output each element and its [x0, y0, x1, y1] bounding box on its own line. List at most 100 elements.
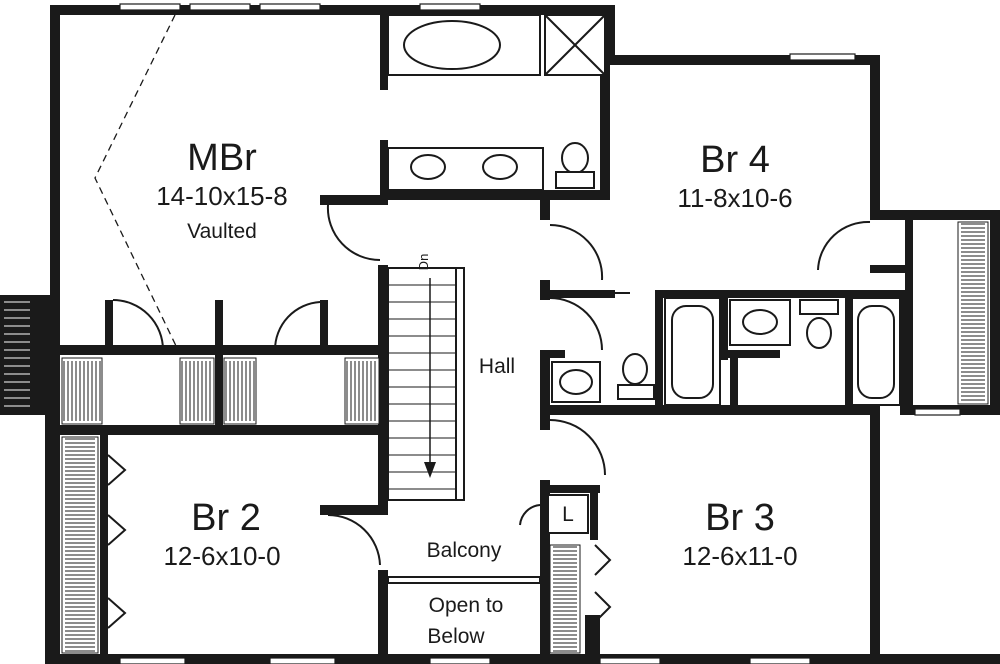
- stairs-label: Dn: [416, 254, 431, 271]
- toilet-icon: [561, 142, 589, 174]
- wall: [870, 265, 910, 273]
- bifold-door: [594, 591, 612, 623]
- room-name-mbr: MBr: [187, 137, 257, 179]
- room-name-hall: Hall: [479, 355, 515, 378]
- bifold-door: [107, 454, 127, 486]
- toilet-icon: [622, 353, 648, 385]
- shelf-hatching: [549, 544, 581, 654]
- closet-shelving: [61, 221, 989, 654]
- linen-closet: [547, 494, 589, 534]
- shelf-hatching: [223, 357, 257, 425]
- wall: [378, 570, 388, 660]
- room-dims-br3: 12-6x11-0: [682, 541, 797, 571]
- door-swing: [112, 299, 164, 351]
- toilet-icon: [806, 317, 832, 349]
- wall: [870, 405, 880, 660]
- wall: [380, 140, 388, 200]
- wall: [380, 5, 388, 90]
- room-dims-mbr: 14-10x15-8: [156, 181, 288, 211]
- toilet-tank: [799, 299, 839, 315]
- wall: [380, 190, 610, 200]
- wall: [720, 290, 728, 360]
- shelf-hatching: [61, 436, 99, 654]
- wall: [50, 654, 1000, 664]
- door-swing: [326, 204, 381, 262]
- wall: [870, 210, 1000, 220]
- wall: [215, 300, 223, 430]
- tub-basin: [671, 305, 714, 399]
- toilet-tank: [617, 384, 655, 400]
- room-dims-br4: 11-8x10-6: [677, 183, 792, 213]
- shelf-hatching: [344, 357, 380, 425]
- room-dims-br2: 12-6x10-0: [163, 541, 280, 571]
- shower-cross: [544, 14, 606, 76]
- master-bath-fixtures: [387, 14, 606, 191]
- room-labels: MBr 14-10x15-8 Vaulted Br 4 11-8x10-6 Br…: [156, 137, 797, 648]
- open-to-below-line1: Open to: [429, 594, 504, 617]
- wall: [540, 405, 880, 415]
- shelf-hatching: [957, 221, 989, 405]
- wall: [320, 195, 388, 205]
- wall: [540, 355, 550, 415]
- room-name-br4: Br 4: [700, 139, 770, 181]
- linen-label: L: [562, 503, 574, 526]
- window: [269, 657, 336, 664]
- sink-icon: [559, 369, 593, 395]
- wall: [730, 350, 738, 410]
- shelf-hatching: [179, 357, 215, 425]
- wall: [378, 265, 388, 515]
- bifold-door: [107, 514, 127, 546]
- wall: [540, 350, 565, 358]
- wall: [585, 615, 600, 660]
- chimney-block: [0, 295, 50, 415]
- staircase: Dn: [387, 254, 465, 501]
- tub-basin: [857, 305, 895, 399]
- stair-run: [387, 267, 457, 501]
- sink-icon: [482, 154, 518, 180]
- wall: [590, 485, 598, 540]
- wall: [540, 480, 550, 660]
- hall-bath-fixtures: [551, 297, 901, 406]
- door-swing: [817, 220, 871, 271]
- room-name-br3: Br 3: [705, 497, 775, 539]
- wall: [900, 290, 908, 415]
- wall: [540, 195, 550, 220]
- door-swing: [549, 419, 606, 476]
- wall: [655, 290, 663, 415]
- door-swing: [549, 297, 603, 351]
- bifold-door: [107, 597, 127, 629]
- window: [789, 53, 856, 61]
- wall: [100, 430, 108, 660]
- door-swing: [273, 301, 321, 351]
- wall: [540, 485, 600, 493]
- wall: [600, 5, 610, 200]
- window: [419, 3, 481, 11]
- arrow-down-icon: [424, 462, 436, 478]
- shelf-hatching: [61, 357, 103, 425]
- wall: [45, 345, 60, 664]
- bifold-door: [594, 544, 612, 576]
- wall: [905, 215, 913, 410]
- wall: [105, 300, 113, 350]
- window: [119, 3, 181, 11]
- sink-icon: [742, 309, 778, 335]
- wall: [870, 55, 880, 215]
- open-to-below-line2: Below: [427, 625, 485, 648]
- window: [119, 657, 186, 664]
- wall: [50, 5, 615, 15]
- balcony-rail: [387, 576, 541, 584]
- wall: [605, 55, 880, 65]
- wall: [320, 505, 388, 515]
- sink-icon: [410, 154, 446, 180]
- wall: [655, 290, 905, 298]
- room-note-mbr: Vaulted: [187, 220, 257, 243]
- window: [914, 408, 961, 416]
- door-swing: [519, 504, 541, 526]
- wall: [990, 210, 1000, 415]
- doors: [107, 204, 871, 629]
- wall: [720, 350, 780, 358]
- window: [189, 3, 251, 11]
- door-swing: [327, 514, 381, 566]
